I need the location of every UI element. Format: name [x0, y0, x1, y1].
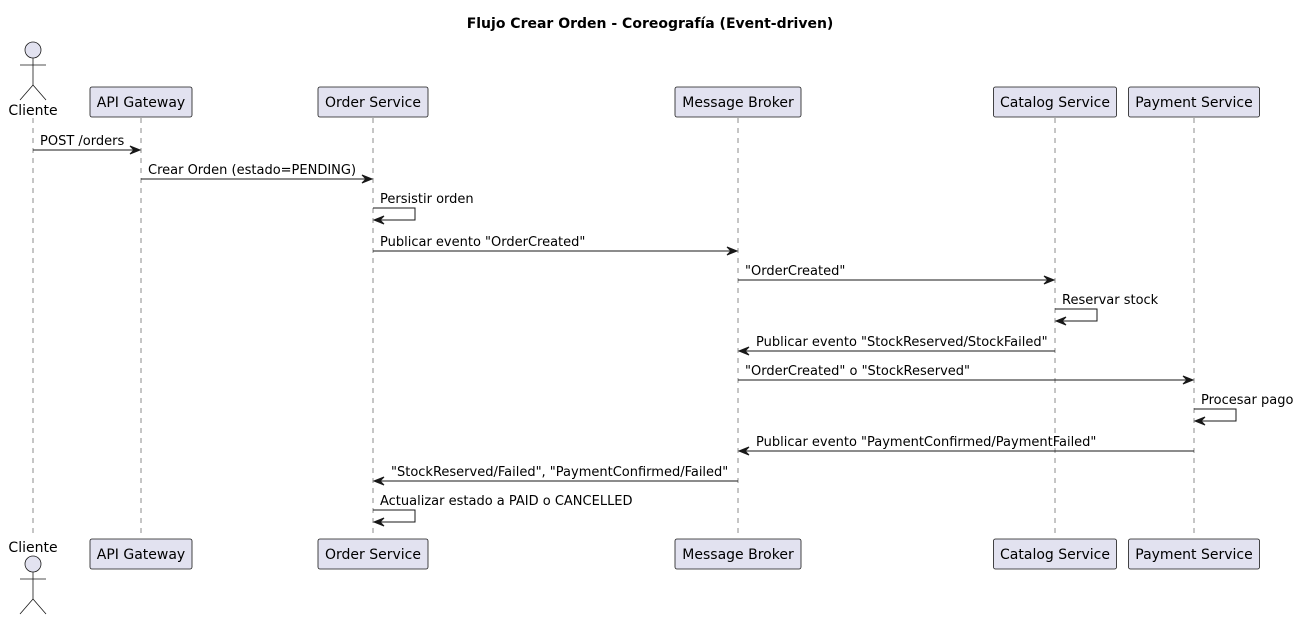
arrowhead-icon: [726, 246, 739, 256]
arrowhead-icon: [372, 476, 385, 486]
arrowhead-icon: [372, 517, 385, 527]
message-10: Publicar evento "PaymentConfirmed/Paymen…: [737, 435, 1194, 456]
participant-label: Order Service: [325, 547, 421, 563]
participant-order-service-top: Order Service: [317, 86, 429, 118]
participant-label: Message Broker: [682, 95, 794, 111]
participant-box: [1128, 538, 1260, 570]
actor-cliente-top: Cliente: [8, 41, 58, 119]
message-4: Publicar evento "OrderCreated": [373, 235, 739, 256]
message-2: Crear Orden (estado=PENDING): [141, 163, 374, 184]
message-label: Actualizar estado a PAID o CANCELLED: [380, 494, 633, 509]
participant-order-service-bottom: Order Service: [317, 538, 429, 570]
participant-box: [1128, 86, 1260, 118]
participant-label: API Gateway: [97, 95, 185, 111]
participant-label: Catalog Service: [1000, 547, 1110, 563]
participant-label: Payment Service: [1135, 95, 1252, 111]
message-9: Procesar pago: [1193, 393, 1293, 426]
arrowhead-icon: [737, 346, 750, 356]
actor-right-leg: [32, 598, 47, 615]
actor-label: Cliente: [8, 103, 57, 119]
participant-box: [317, 86, 429, 118]
message-5: "OrderCreated": [738, 264, 1056, 285]
participant-label: Payment Service: [1135, 547, 1252, 563]
message-8: "OrderCreated" o "StockReserved": [738, 364, 1195, 385]
participant-catalog-service-bottom: Catalog Service: [993, 538, 1117, 570]
message-label: Crear Orden (estado=PENDING): [148, 163, 356, 178]
participant-payment-service-top: Payment Service: [1128, 86, 1260, 118]
arrowhead-icon: [129, 145, 142, 155]
actor-right-leg: [32, 84, 47, 101]
arrowhead-icon: [372, 215, 385, 225]
participant-catalog-service-top: Catalog Service: [993, 86, 1117, 118]
participant-box: [993, 86, 1117, 118]
message-11: "StockReserved/Failed", "PaymentConfirme…: [372, 465, 738, 486]
message-3: Persistir orden: [372, 192, 474, 225]
diagram-title: Flujo Crear Orden - Coreografía (Event-d…: [467, 16, 834, 32]
participant-api-gateway-bottom: API Gateway: [89, 538, 193, 570]
actor-left-leg: [19, 84, 34, 101]
arrowhead-icon: [1193, 416, 1206, 426]
message-6: Reservar stock: [1054, 293, 1159, 326]
self-message-line: [373, 509, 416, 523]
message-label: Publicar evento "OrderCreated": [380, 235, 585, 250]
arrowhead-icon: [361, 174, 374, 184]
arrowhead-icon: [1043, 275, 1056, 285]
participant-box: [89, 86, 193, 118]
participant-api-gateway-top: API Gateway: [89, 86, 193, 118]
participant-label: Message Broker: [682, 547, 794, 563]
message-7: Publicar evento "StockReserved/StockFail…: [737, 335, 1055, 356]
message-label: "OrderCreated" o "StockReserved": [745, 364, 970, 379]
participant-label: Order Service: [325, 95, 421, 111]
participant-box: [993, 538, 1117, 570]
message-12: Actualizar estado a PAID o CANCELLED: [372, 494, 633, 527]
participant-box: [317, 538, 429, 570]
actor-head-icon: [24, 41, 42, 59]
message-1: POST /orders: [33, 134, 142, 155]
participant-box: [89, 538, 193, 570]
arrowhead-icon: [1182, 375, 1195, 385]
message-label: "StockReserved/Failed", "PaymentConfirme…: [391, 465, 728, 480]
message-label: Procesar pago: [1201, 393, 1293, 408]
message-label: Persistir orden: [380, 192, 474, 207]
self-message-line: [1194, 408, 1237, 422]
self-message-line: [1055, 308, 1098, 322]
participant-label: API Gateway: [97, 547, 185, 563]
participant-message-broker-top: Message Broker: [674, 86, 802, 118]
participant-box: [674, 538, 802, 570]
arrowhead-icon: [1054, 316, 1067, 326]
participant-payment-service-bottom: Payment Service: [1128, 538, 1260, 570]
self-message-line: [373, 207, 416, 221]
message-label: Publicar evento "StockReserved/StockFail…: [756, 335, 1048, 350]
participant-box: [674, 86, 802, 118]
message-label: POST /orders: [40, 134, 124, 149]
message-label: Publicar evento "PaymentConfirmed/Paymen…: [756, 435, 1096, 450]
actor-head-icon: [24, 555, 42, 573]
message-label: "OrderCreated": [745, 264, 845, 279]
arrowhead-icon: [737, 446, 750, 456]
participant-label: Catalog Service: [1000, 95, 1110, 111]
actor-left-leg: [19, 598, 34, 615]
actor-cliente-bottom: Cliente: [8, 540, 58, 615]
message-label: Reservar stock: [1062, 293, 1159, 308]
actor-label: Cliente: [8, 540, 57, 556]
participant-message-broker-bottom: Message Broker: [674, 538, 802, 570]
